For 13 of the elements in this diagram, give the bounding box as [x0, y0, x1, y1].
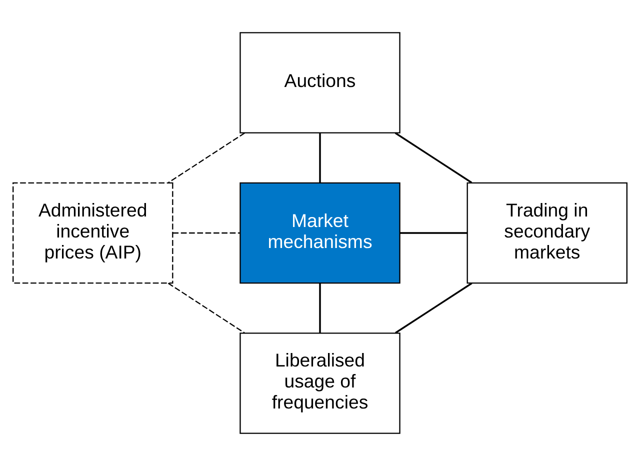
node-box: Auctions	[240, 32, 400, 134]
connector	[172, 232, 240, 234]
connector	[394, 132, 472, 184]
connector	[168, 282, 245, 334]
node-box: Market mechanisms	[240, 182, 400, 284]
connector	[395, 282, 472, 334]
connector	[168, 132, 245, 184]
connector	[400, 232, 468, 234]
node-box: Administered incentive prices (AIP)	[12, 182, 174, 284]
connector	[319, 133, 321, 183]
connector	[319, 283, 321, 334]
node-box: Liberalised usage of frequencies	[240, 332, 400, 434]
node-box: Trading in secondary markets	[466, 182, 628, 284]
